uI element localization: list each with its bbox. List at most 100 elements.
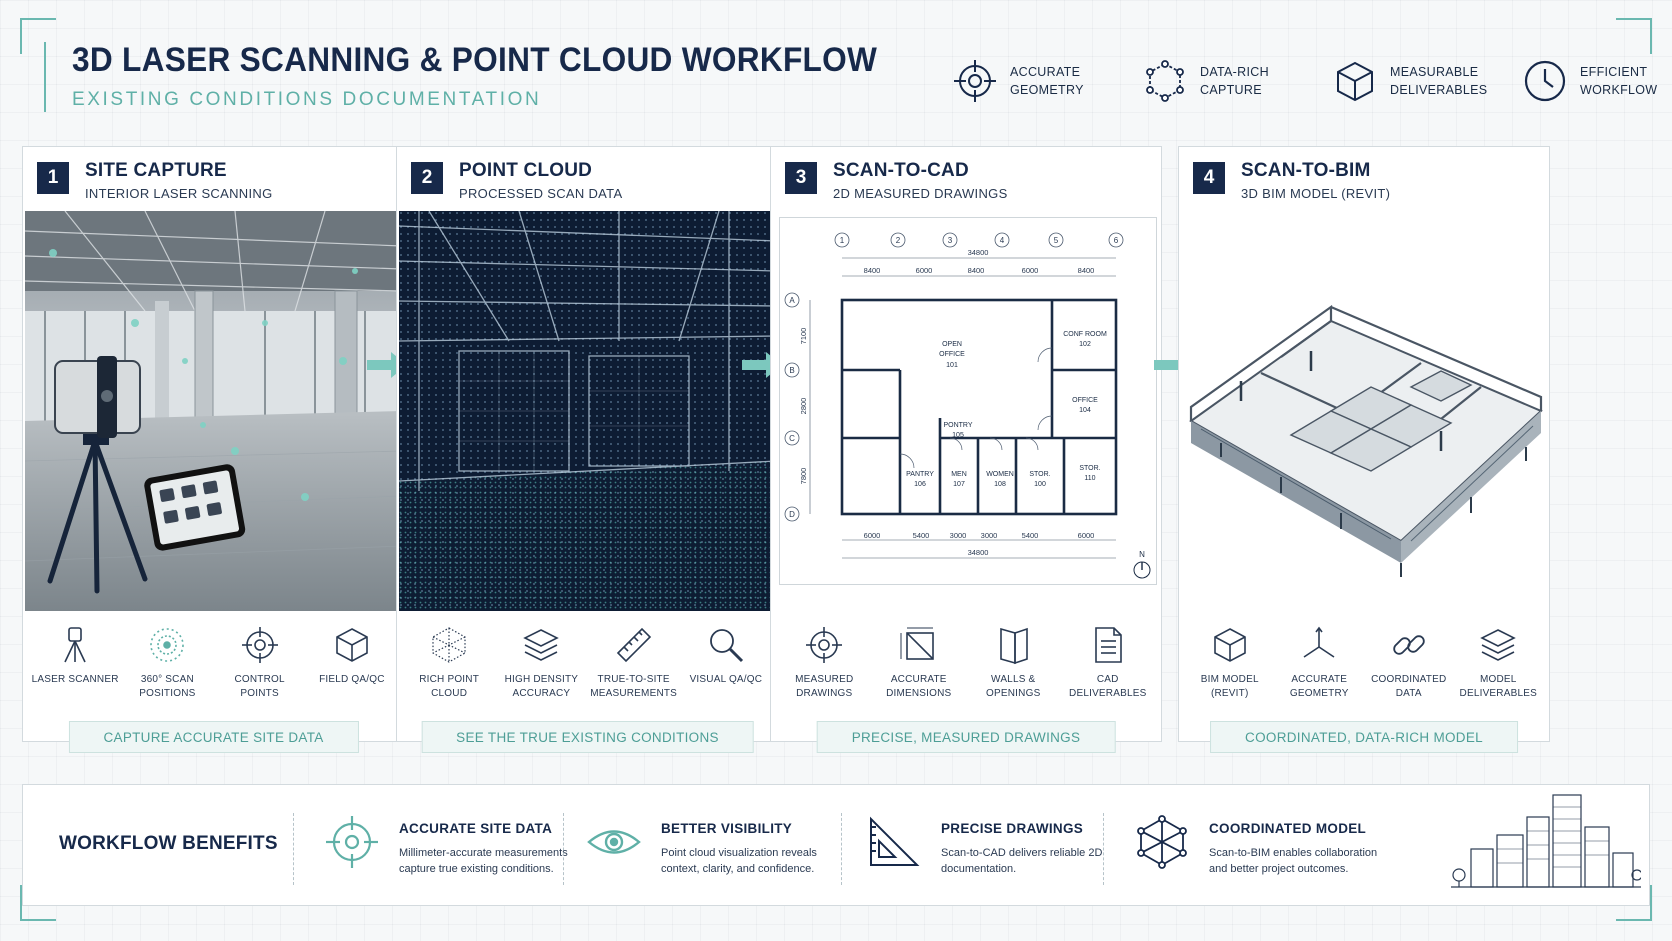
network-icon: [1146, 60, 1184, 102]
dimension-label: 8400: [1078, 266, 1095, 275]
divider: [841, 813, 842, 885]
dimension-label: 6000: [864, 531, 881, 540]
feature-high-density: HIGH DENSITY ACCURACY: [496, 625, 586, 700]
grid-label: 2: [896, 236, 901, 245]
icon-label: VISUAL QA/QC: [689, 674, 763, 685]
dimension-label: 5400: [1022, 531, 1039, 540]
target-icon: [241, 627, 278, 663]
corner-frame-top-left: [20, 18, 56, 54]
crosshair-icon: [954, 60, 996, 102]
floor-plan-drawing: 1 2 3 4 5 6 A B C D 34800: [779, 217, 1157, 585]
room-number: 104: [1079, 407, 1091, 414]
icon-label: BIM MODEL (REVIT): [1200, 674, 1259, 699]
grid-label: 5: [1054, 236, 1059, 245]
crosshair-icon: [326, 816, 378, 868]
dimension-label: 6000: [916, 266, 933, 275]
dimension-label: 7800: [799, 468, 808, 485]
feature-accurate-dimensions: ACCURATE DIMENSIONS: [874, 625, 964, 700]
room-label: CONF ROOM: [1063, 331, 1107, 338]
panel-subtitle: 2D MEASURED DRAWINGS: [833, 186, 1008, 201]
room-label: OPEN: [942, 341, 962, 348]
dimension-label: 3000: [981, 531, 998, 540]
grid-label: 3: [948, 236, 953, 245]
room-number: 102: [1079, 341, 1091, 348]
panel-tag: PRECISE, MEASURED DRAWINGS: [816, 721, 1116, 753]
corner-frame-bottom-right: [1616, 885, 1652, 921]
icon-label: MODEL DELIVERABLES: [1459, 674, 1537, 699]
divider: [1103, 813, 1104, 885]
icon-label: MEASURED DRAWINGS: [795, 674, 854, 699]
clock-icon: [1524, 60, 1566, 102]
bim-model-image: [1181, 211, 1547, 611]
document-icon: [1094, 627, 1122, 663]
icon-label: ACCURATE GEOMETRY: [1289, 674, 1349, 699]
scan-positions-icon: [150, 628, 185, 662]
icon-label: TRUE-TO-SITE MEASUREMENTS: [590, 674, 678, 699]
benefit-desc: Point cloud visualization reveals contex…: [661, 847, 817, 875]
feature-label-line1: ACCURATE: [1010, 64, 1081, 79]
feature-bim-model: BIM MODEL (REVIT): [1185, 625, 1275, 700]
panel-tag: CAPTURE ACCURATE SITE DATA: [68, 721, 359, 753]
room-number: 101: [946, 362, 958, 369]
feature-field-qaqc: FIELD QA/QC: [307, 625, 397, 700]
step-number-badge: 4: [1193, 162, 1225, 194]
benefit-title: COORDINATED MODEL: [1209, 821, 1367, 836]
feature-walls-openings: WALLS & OPENINGS: [968, 625, 1058, 700]
room-number: 106: [914, 481, 926, 488]
panel-title: POINT CLOUD: [459, 160, 593, 181]
link-icon: [1393, 635, 1425, 655]
dimension-label: 8400: [864, 266, 881, 275]
benefit-desc: Scan-to-BIM enables collaboration and be…: [1209, 847, 1378, 875]
icon-label: FIELD QA/QC: [319, 674, 385, 685]
corner-frame-bottom-left: [20, 885, 56, 921]
grid-label: D: [789, 510, 795, 519]
dimension-icon: [900, 627, 934, 660]
dimension-label: 7100: [799, 328, 808, 345]
benefit-better-visibility: BETTER VISIBILITY Point cloud visualizat…: [585, 813, 841, 878]
room-number: 100: [1034, 481, 1046, 488]
feature-label-line2: DELIVERABLES: [1390, 83, 1488, 97]
eye-icon: [587, 830, 641, 854]
benefit-title: BETTER VISIBILITY: [661, 821, 793, 836]
room-number: 108: [994, 481, 1006, 488]
panel-icon-row: LASER SCANNER 360° SCAN POSITIONS CONTRO…: [23, 625, 404, 700]
axes-icon: [1303, 626, 1335, 658]
room-number: 110: [1084, 475, 1095, 482]
step-number-badge: 3: [785, 162, 817, 194]
door-icon: [1000, 627, 1029, 665]
room-label: MEN: [951, 471, 967, 478]
page-title: 3D LASER SCANNING & POINT CLOUD WORKFLOW: [72, 41, 878, 79]
point-sphere-icon: [432, 627, 466, 663]
dimension-label: 2800: [799, 398, 808, 415]
panel-scan-to-cad: 3 SCAN-TO-CAD 2D MEASURED DRAWINGS 1 2 3…: [770, 146, 1162, 753]
panel-point-cloud: 2 POINT CLOUD PROCESSED SCAN DATA: [396, 146, 779, 753]
panel-icon-row: BIM MODEL (REVIT) ACCURATE GEOMETRY COOR…: [1179, 625, 1549, 700]
benefit-accurate-site-data: ACCURATE SITE DATA Millimeter-accurate m…: [323, 813, 579, 878]
dimension-label: 8400: [968, 266, 985, 275]
page-subtitle: EXISTING CONDITIONS DOCUMENTATION: [72, 89, 542, 111]
grid-label: 6: [1114, 236, 1119, 245]
city-skyline-icon: [1451, 794, 1641, 888]
dimension-label: 6000: [1078, 531, 1095, 540]
benefit-title: PRECISE DRAWINGS: [941, 821, 1084, 836]
magnifier-icon: [709, 629, 743, 663]
network-cube-icon: [1137, 815, 1187, 869]
benefit-title: ACCURATE SITE DATA: [399, 821, 553, 836]
room-label: WOMEN: [986, 471, 1014, 478]
layers-icon: [1480, 629, 1517, 661]
divider: [563, 813, 564, 885]
grid-label: 1: [840, 236, 845, 245]
divider: [293, 813, 294, 885]
dimension-label: 34800: [968, 248, 989, 257]
panel-subtitle: INTERIOR LASER SCANNING: [85, 186, 273, 201]
room-number: 107: [953, 481, 965, 488]
panel-scan-to-bim: 4 SCAN-TO-BIM 3D BIM MODEL (REVIT): [1178, 146, 1550, 753]
panel-subtitle: PROCESSED SCAN DATA: [459, 186, 623, 201]
feature-label-line1: DATA-RICH: [1200, 64, 1269, 79]
room-label: OFFICE: [1072, 397, 1098, 404]
feature-label-line1: EFFICIENT: [1580, 64, 1648, 79]
dimension-label: 3000: [950, 531, 967, 540]
